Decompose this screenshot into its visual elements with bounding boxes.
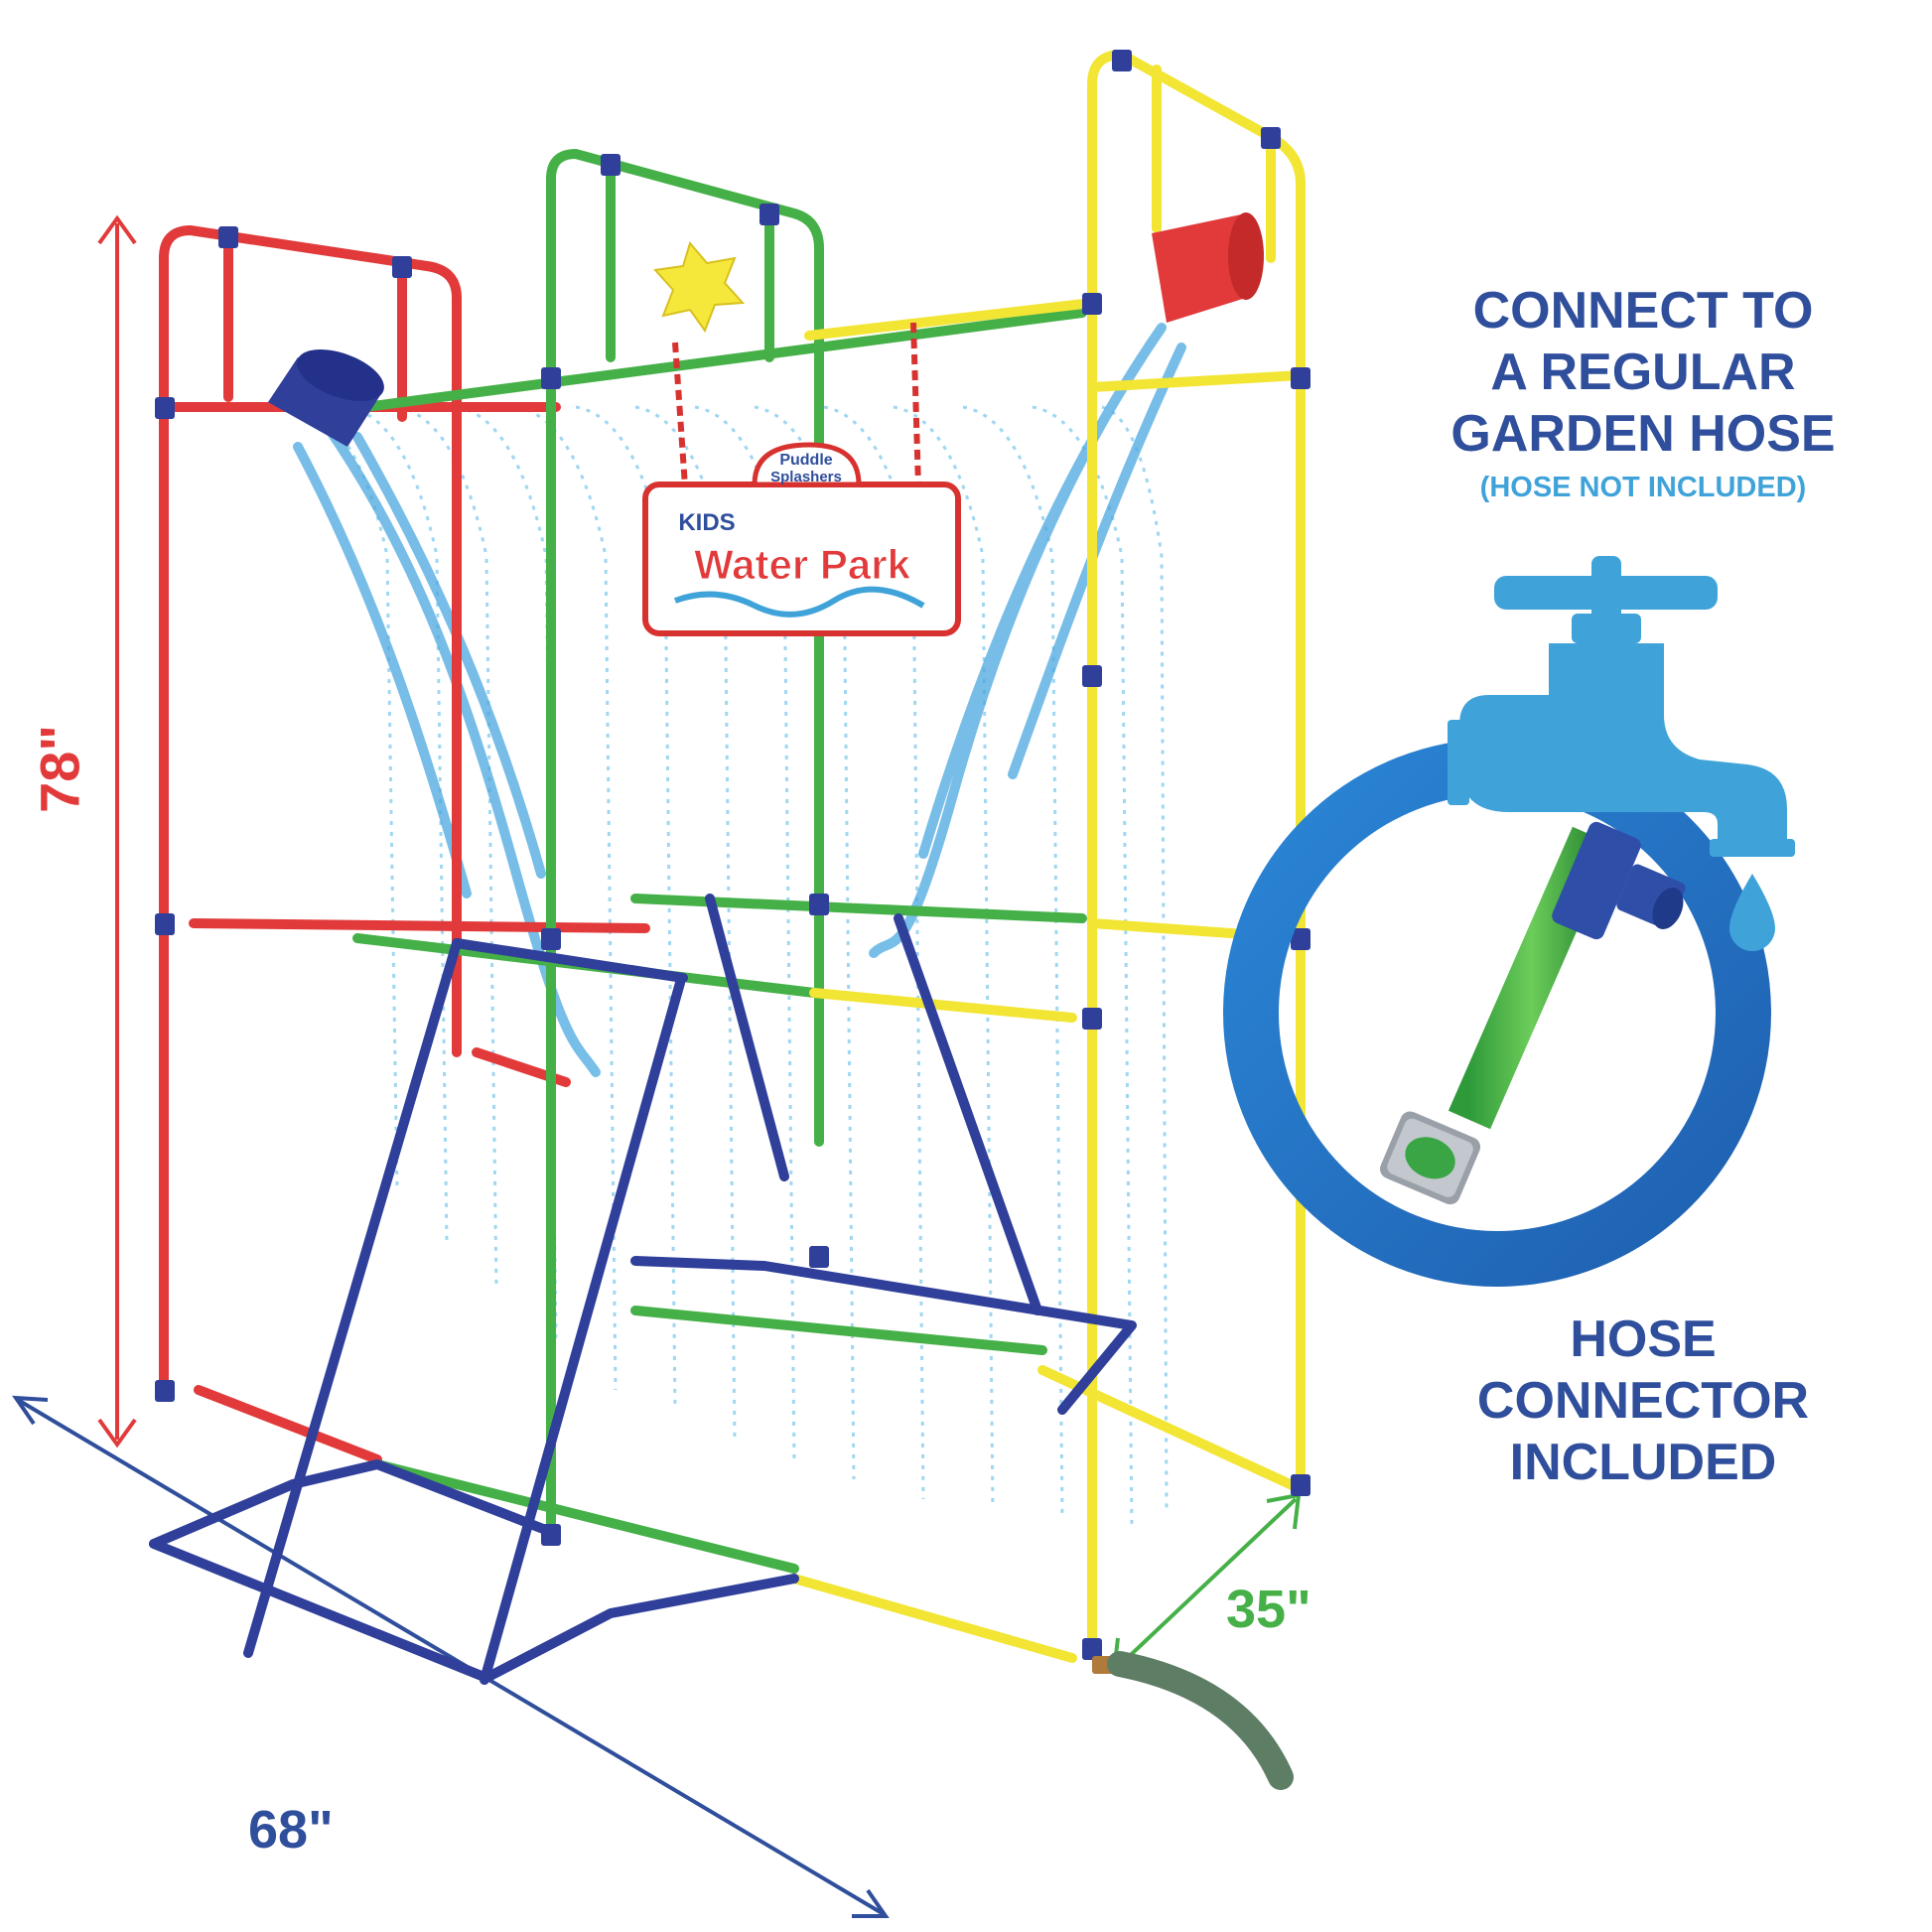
faucet-icon [1448,556,1795,857]
pipe-joints [155,50,1311,1660]
hose-connector-icon [1379,821,1686,1205]
blue-legs [149,894,1137,1685]
spinner-star [653,240,746,334]
water-drop-icon [1729,874,1775,951]
connect-headline-line-1: CONNECT TO [1472,282,1814,340]
red-frame [159,224,650,1464]
depth-label: 35" [1226,1580,1311,1639]
sign-brand-bottom: Splashers [770,469,842,485]
blue-bucket [268,349,384,447]
sign-title: Water Park [694,541,911,588]
bucket-splash-left [293,422,601,1077]
bucket-splash-right [869,323,1186,958]
width-arrow [12,1395,890,1918]
garden-hose [1092,1651,1294,1790]
height-arrow [97,214,137,1449]
height-label: 78" [28,725,91,813]
connect-headline-line-3: GARDEN HOSE [1450,405,1836,463]
connector-included-text: HOSE CONNECTOR INCLUDED [1385,1309,1901,1493]
connector-line-3: INCLUDED [1509,1434,1777,1491]
sign-kids: KIDS [678,509,735,536]
connect-headline-line-2: A REGULAR [1490,344,1796,401]
green-frame [323,148,1087,1574]
connector-line-1: HOSE [1570,1311,1717,1368]
width-label: 68" [248,1800,334,1860]
connect-headline: CONNECT TO A REGULAR GARDEN HOSE [1385,280,1901,465]
connector-line-2: CONNECTOR [1476,1372,1810,1430]
hose-not-included-note: (HOSE NOT INCLUDED) [1479,472,1807,503]
sign-brand-top: Puddle [779,452,832,469]
water-park-sign: Puddle Splashers KIDS Water Park [642,322,961,636]
yellow-frame [789,49,1306,1663]
red-bucket [1152,212,1264,323]
